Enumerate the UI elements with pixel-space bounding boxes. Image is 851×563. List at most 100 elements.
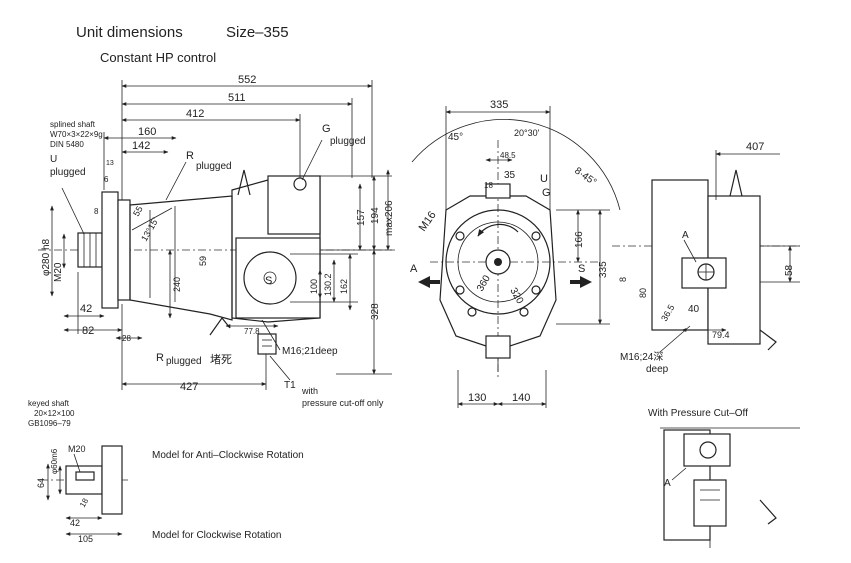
front-dim-166: 166 — [574, 231, 585, 248]
vent-plug-top — [237, 169, 251, 196]
front-dim-8x45: 8·45° — [572, 165, 598, 188]
page-title: Unit dimensions — [76, 24, 183, 41]
pressure-cutoff-valve — [257, 333, 277, 355]
vent-plug-bottom — [209, 317, 231, 336]
dim-77-8: 77.8 — [244, 327, 260, 336]
r-port-top-plugged: plugged — [196, 161, 232, 172]
front-dim-20-30: 20°30' — [514, 128, 540, 138]
u-port-plugged: plugged — [50, 167, 86, 178]
angle-arc — [411, 119, 621, 211]
r-port-top-label: R — [186, 150, 194, 162]
front-dim-335: 335 — [490, 99, 508, 111]
right-dim-58: 58 — [784, 264, 795, 276]
dim-162: 162 — [339, 279, 349, 294]
dim-157: 157 — [356, 209, 367, 226]
front-dim-18: 18 — [484, 181, 493, 190]
port-s-arrow — [570, 276, 592, 288]
dim-6: 6 — [104, 175, 109, 184]
splined-shaft-spec: W70×3×22×9g — [50, 130, 103, 139]
front-flange-circle — [445, 209, 551, 315]
front-dim-48-5: 48.5 — [500, 151, 516, 160]
front-view: 335 45° 20°30' 48.5 35 8·45° 18 U G M16 … — [410, 99, 621, 408]
keyed-dim-42: 42 — [70, 518, 80, 528]
right-view: 407 A 58 8 80 36.5 40 79.4 M16;24深 deep — [612, 141, 800, 375]
front-top-boss — [485, 183, 511, 199]
suction-port-s — [243, 251, 297, 305]
dim-160: 160 — [138, 126, 156, 138]
with-note-line1: with — [301, 386, 318, 396]
g-port-plug — [293, 177, 307, 191]
g-port-label: G — [322, 123, 331, 135]
front-dim-35: 35 — [504, 170, 516, 181]
keyed-dim-64: 64 — [36, 478, 46, 488]
cutoff-vent — [759, 499, 777, 525]
pump-body — [129, 195, 233, 321]
right-dim-407: 407 — [746, 141, 764, 153]
dim-55: 55 — [131, 204, 145, 218]
cutoff-view: With Pressure Cut–Off A — [648, 408, 800, 548]
keyed-dim-phi60: φ60m6 — [50, 448, 59, 474]
right-deep-label: deep — [646, 364, 669, 375]
keyed-shaft-label: keyed shaft — [28, 399, 70, 408]
t1-port-label: T1 — [284, 380, 296, 391]
keyed-m20: M20 — [68, 444, 86, 454]
plugged-cn-label: 堵死 — [210, 352, 232, 366]
right-dim-79-4: 79.4 — [712, 330, 730, 340]
front-dim-335-right: 335 — [598, 261, 609, 278]
right-housing — [651, 179, 709, 331]
page-subtitle: Constant HP control — [100, 50, 216, 65]
s-port-label: S — [265, 275, 272, 287]
right-m16-label: M16;24深 — [620, 351, 663, 363]
keyed-flange — [101, 445, 123, 515]
front-u-label: U — [540, 173, 548, 185]
splined-shaft-std: DIN 5480 — [50, 140, 84, 149]
dim-13: 13 — [106, 160, 114, 167]
front-dim-130: 130 — [468, 392, 486, 404]
rotation-arrow — [477, 223, 519, 237]
right-dim-40: 40 — [688, 304, 700, 315]
header: Unit dimensions Size–355 Constant HP con… — [76, 24, 289, 65]
front-a-label: A — [410, 263, 418, 275]
right-a-label: A — [682, 230, 689, 241]
dim-427: 427 — [180, 381, 198, 393]
front-dim-140: 140 — [512, 392, 530, 404]
dim-8: 8 — [94, 207, 99, 216]
right-vent-top — [729, 169, 743, 197]
dim-240: 240 — [172, 277, 182, 292]
dim-82: 82 — [82, 325, 94, 337]
flange-collar — [117, 199, 131, 301]
dim-phi280: φ280 h8 — [41, 238, 52, 276]
r-port-bottom-plugged: plugged — [166, 356, 202, 367]
side-view: S 552 511 412 160 142 13 6 8 splined sha… — [38, 74, 395, 408]
size-label: Size–355 — [226, 24, 289, 41]
cutoff-port — [699, 441, 717, 459]
dim-28: 28 — [122, 334, 131, 343]
dim-max206: max206 — [384, 200, 395, 236]
m16-thread-label: M16;21deep — [282, 346, 338, 357]
front-m16-label: M16 — [417, 209, 439, 233]
dim-42: 42 — [80, 303, 92, 315]
front-dim-360: 360 — [475, 273, 493, 293]
splined-shaft-label: splined shaft — [50, 120, 96, 129]
shaft-key — [75, 471, 95, 481]
dim-130-2: 130.2 — [323, 273, 333, 296]
r-port-bottom-label: R — [156, 352, 164, 364]
u-port-label: U — [50, 154, 57, 165]
cutoff-a-label: A — [664, 478, 671, 489]
dim-142: 142 — [132, 140, 150, 152]
port-a-arrow — [418, 276, 440, 288]
dim-552: 552 — [238, 74, 256, 86]
keyed-dim-18: 18 — [78, 496, 91, 509]
keyed-dim-105: 105 — [78, 534, 93, 544]
right-dim-80: 80 — [638, 288, 648, 298]
front-bottom-boss — [485, 335, 511, 359]
g-port-plugged: plugged — [330, 136, 366, 147]
right-dim-8: 8 — [618, 277, 628, 282]
with-note-line2: pressure cut-off only — [302, 398, 384, 408]
dim-328: 328 — [370, 303, 381, 320]
caption-clockwise: Model for Clockwise Rotation — [152, 530, 282, 541]
dim-194: 194 — [370, 207, 381, 224]
dim-100: 100 — [309, 279, 319, 294]
